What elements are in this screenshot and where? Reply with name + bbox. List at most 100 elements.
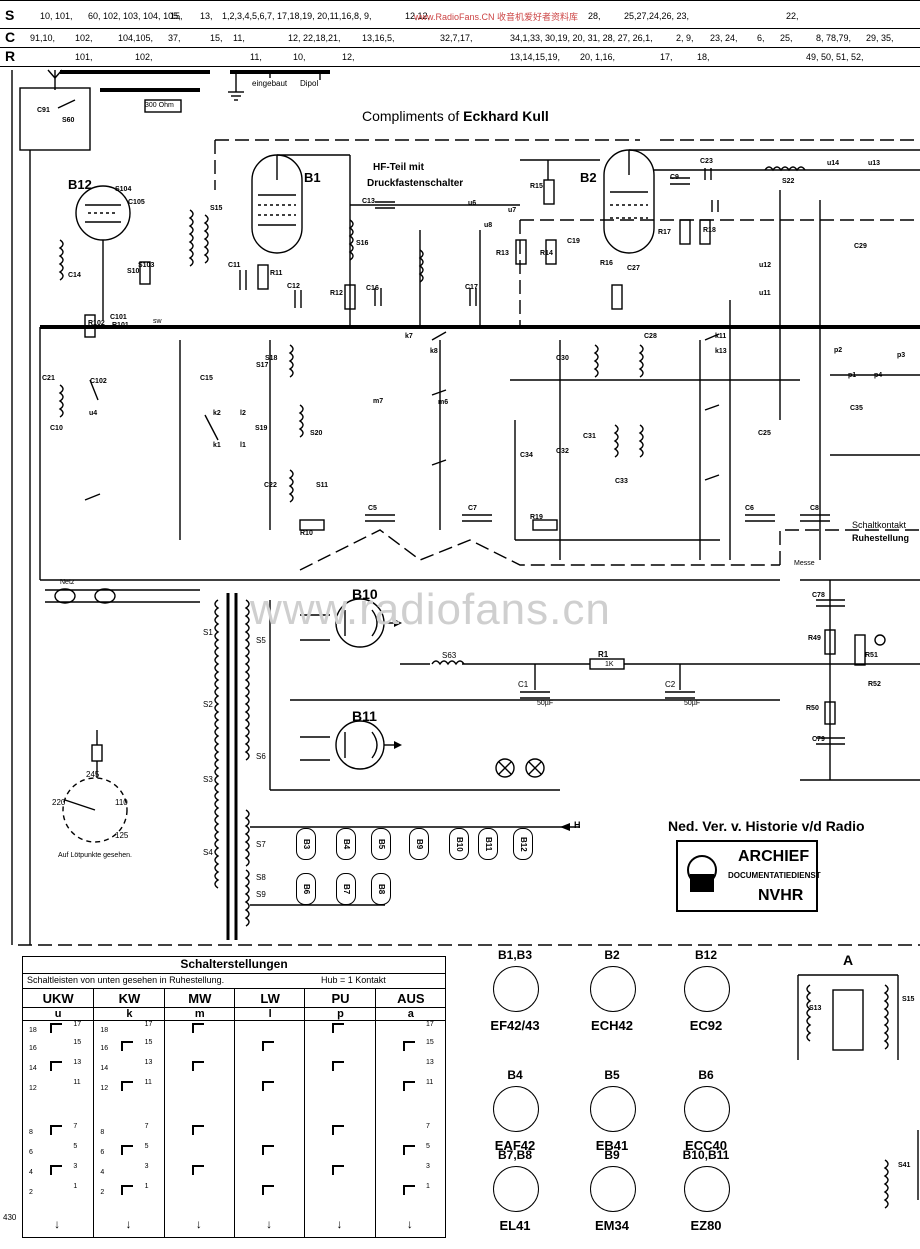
contact-number: 16 bbox=[29, 1045, 37, 1052]
arrow-down-icon: ↓ bbox=[54, 1217, 61, 1231]
contact-number: 12 bbox=[29, 1085, 37, 1092]
parts-cell: 12,12, bbox=[405, 11, 431, 21]
component-label: C34 bbox=[520, 452, 533, 459]
component-label: u13 bbox=[868, 160, 881, 167]
component-label: C15 bbox=[200, 375, 213, 382]
antenna-dipole-label: Dipol bbox=[300, 79, 319, 88]
contact-number: 2 bbox=[29, 1189, 33, 1196]
component-label: C29 bbox=[854, 243, 867, 250]
parts-cell: 101, bbox=[75, 52, 93, 62]
tube-base-ref: B10,B11 bbox=[682, 1148, 730, 1162]
parts-cell: 49, 50, 51, 52, bbox=[806, 52, 864, 62]
component-label: S17 bbox=[256, 362, 269, 369]
switch-contact-mark bbox=[332, 1023, 345, 1033]
component-label: S15 bbox=[902, 996, 915, 1003]
component-label: C101 bbox=[110, 314, 127, 321]
antenna-builtin-label: eingebaut bbox=[252, 79, 288, 88]
voltage-125: 125 bbox=[115, 831, 129, 840]
contact-number: 14 bbox=[29, 1065, 37, 1072]
parts-cell: 91,10, bbox=[30, 33, 56, 43]
parts-cell: 8, 78,79, bbox=[816, 33, 852, 43]
switch-column-letter: u bbox=[23, 1007, 94, 1021]
switch-contact-mark bbox=[50, 1061, 63, 1071]
component-label: C14 bbox=[68, 272, 81, 279]
component-label: C33 bbox=[615, 478, 628, 485]
switch-column-letter: l bbox=[235, 1007, 306, 1021]
solder-view-note: Auf Lötpunkte gesehen. bbox=[58, 852, 132, 859]
component-label: C17 bbox=[465, 284, 478, 291]
contact-number: 15 bbox=[425, 1039, 434, 1046]
row-label: C bbox=[5, 29, 16, 45]
switch-contact-mark bbox=[50, 1023, 63, 1033]
archive-stamp: ARCHIEF DOCUMENTATIEDIENST NVHR bbox=[676, 840, 821, 912]
arrow-down-icon: ↓ bbox=[336, 1217, 343, 1231]
contact-number: 14 bbox=[100, 1065, 109, 1072]
c2-label: C2 bbox=[665, 680, 676, 689]
component-label: R12 bbox=[330, 290, 343, 297]
switch-contact-mark bbox=[402, 1145, 415, 1155]
component-label: R102 bbox=[88, 320, 105, 327]
tube-base-ref: B1,B3 bbox=[497, 948, 532, 962]
switch-column-letter: p bbox=[305, 1007, 376, 1021]
component-label: C22 bbox=[264, 482, 277, 489]
credit-title: Compliments of Eckhard Kull bbox=[362, 108, 549, 124]
component-label: C16 bbox=[366, 285, 379, 292]
parts-cell: 104,105, bbox=[118, 33, 154, 43]
parts-cell: 13,14,15,19, bbox=[510, 52, 561, 62]
filament-tube-b11: B11 bbox=[478, 828, 498, 860]
tube-label-b1: B1 bbox=[304, 170, 321, 185]
mains-label: Netz bbox=[60, 579, 75, 586]
filament-tube-b3: B3 bbox=[296, 828, 316, 860]
winding-s7: S7 bbox=[256, 840, 266, 849]
contact-number: 2 bbox=[100, 1189, 105, 1196]
component-label: R19 bbox=[530, 514, 543, 521]
switch-table-subtitle: Schaltleisten von unten gesehen in Ruhes… bbox=[27, 975, 225, 985]
stamp-line3: NVHR bbox=[758, 887, 804, 904]
switch-column-name: PU bbox=[331, 991, 350, 1006]
contact-number: 5 bbox=[73, 1143, 78, 1150]
contact-number: 1 bbox=[144, 1183, 149, 1190]
contact-number: 4 bbox=[100, 1169, 105, 1176]
component-label: l1 bbox=[240, 442, 246, 449]
contact-number: 6 bbox=[29, 1149, 33, 1156]
switch-contacts-label: Schaltkontakt bbox=[852, 520, 907, 530]
switch-contact-mark bbox=[402, 1081, 415, 1091]
switch-contact-mark bbox=[402, 1041, 415, 1051]
component-label: C78 bbox=[812, 592, 825, 599]
tube-base-ref: B4 bbox=[507, 1068, 523, 1082]
switch-contact-mark bbox=[262, 1081, 275, 1091]
winding-s5: S5 bbox=[256, 636, 266, 645]
credit-name: Eckhard Kull bbox=[463, 108, 549, 124]
h-terminal-label: H bbox=[574, 820, 581, 830]
component-label: C10 bbox=[50, 425, 63, 432]
switch-positions-table: Schalterstellungen Schaltleisten von unt… bbox=[22, 956, 446, 1238]
component-label: C91 bbox=[37, 107, 50, 114]
component-label: S103 bbox=[138, 262, 155, 269]
tube-type-label: EL41 bbox=[499, 1218, 531, 1233]
tube-type-label: EM34 bbox=[595, 1218, 629, 1233]
tube-base-ref: B7,B8 bbox=[497, 1148, 532, 1162]
component-label: C79 bbox=[812, 736, 825, 743]
parts-cell: 12, bbox=[342, 52, 355, 62]
switch-contact-mark bbox=[332, 1165, 345, 1175]
component-label: p3 bbox=[897, 352, 906, 359]
voltage-110: 110 bbox=[115, 798, 128, 807]
component-label: C19 bbox=[567, 238, 580, 245]
switch-contact-mark bbox=[262, 1145, 275, 1155]
page-number: 430 bbox=[3, 1213, 17, 1222]
parts-cell: 11, bbox=[250, 52, 262, 62]
stamp-line2: DOCUMENTATIEDIENST bbox=[728, 871, 821, 880]
parts-cell: 12, 22,18,21, bbox=[288, 33, 341, 43]
switch-column-name: MW bbox=[188, 991, 212, 1006]
hf-title-line1: HF-Teil mit bbox=[373, 162, 424, 173]
filament-tube-b7: B7 bbox=[336, 873, 356, 905]
contact-number: 3 bbox=[144, 1163, 149, 1170]
switch-contact-mark bbox=[262, 1185, 275, 1195]
tube-type-label: EAF42 bbox=[494, 1138, 536, 1153]
contact-number: 17 bbox=[425, 1021, 434, 1028]
component-label: R15 bbox=[530, 183, 543, 190]
component-label: R50 bbox=[806, 705, 819, 712]
filament-tube-b9: B9 bbox=[409, 828, 429, 860]
